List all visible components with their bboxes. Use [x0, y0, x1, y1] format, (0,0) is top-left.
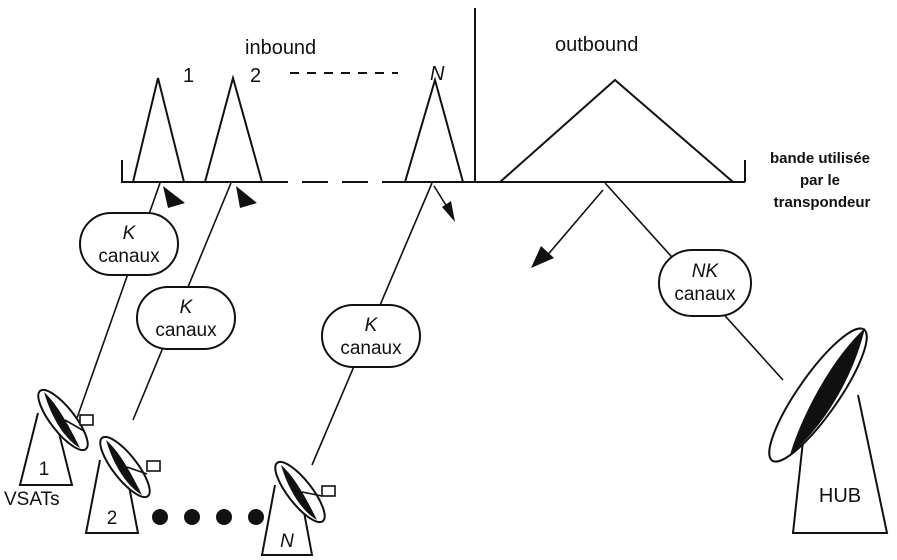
feed-icon: [146, 460, 161, 472]
vsat-n-number: N: [280, 531, 294, 552]
arrows: [163, 185, 604, 268]
carrier-2-label: 2: [250, 65, 261, 87]
arrow-icon: [163, 186, 185, 208]
feed-icon: [79, 414, 94, 426]
vsats-label: VSATs: [4, 489, 60, 510]
band-label-line3: transpondeur: [774, 194, 871, 211]
vsat-2: 2: [84, 435, 161, 534]
inbound-carriers: [132, 72, 464, 183]
feed-icon: [321, 485, 336, 497]
k-label: K: [365, 315, 379, 336]
canaux-label: canaux: [155, 320, 217, 341]
arrow-icon: [442, 201, 455, 222]
hub-station: HUB: [768, 327, 889, 534]
inbound-label: inbound: [245, 37, 316, 59]
vsat-2-number: 2: [107, 508, 118, 529]
canaux-label: canaux: [674, 284, 736, 305]
canaux-label: canaux: [98, 246, 160, 267]
channel-group-1: K canaux: [79, 212, 179, 276]
band-label-line1: bande utilisée: [770, 150, 870, 167]
vsat-1-number: 1: [39, 459, 50, 480]
channel-group-hub: NK canaux: [658, 249, 752, 317]
carrier-n-label: N: [430, 63, 445, 85]
k-label: K: [180, 297, 194, 318]
band-label-line2: par le: [800, 172, 840, 189]
vsat-n: N: [260, 460, 336, 556]
arrow-icon: [531, 246, 554, 268]
carrier-n-shape: [404, 76, 464, 183]
hub-label: HUB: [819, 485, 861, 507]
arrow-icon: [236, 186, 257, 208]
channel-group-n: K canaux: [321, 304, 421, 368]
canaux-label: canaux: [340, 338, 402, 359]
transponder-band: [121, 8, 746, 183]
carrier-1-shape: [132, 77, 185, 183]
nk-label: NK: [692, 261, 720, 282]
outbound-label: outbound: [555, 34, 638, 56]
vsat-1: 1: [18, 388, 94, 486]
channel-group-2: K canaux: [136, 286, 236, 350]
vsat-ellipsis: [152, 509, 264, 525]
outbound-carrier-shape: [499, 78, 734, 183]
carrier-2-shape: [204, 74, 263, 183]
k-label: K: [123, 223, 137, 244]
carrier-1-label: 1: [183, 65, 194, 87]
